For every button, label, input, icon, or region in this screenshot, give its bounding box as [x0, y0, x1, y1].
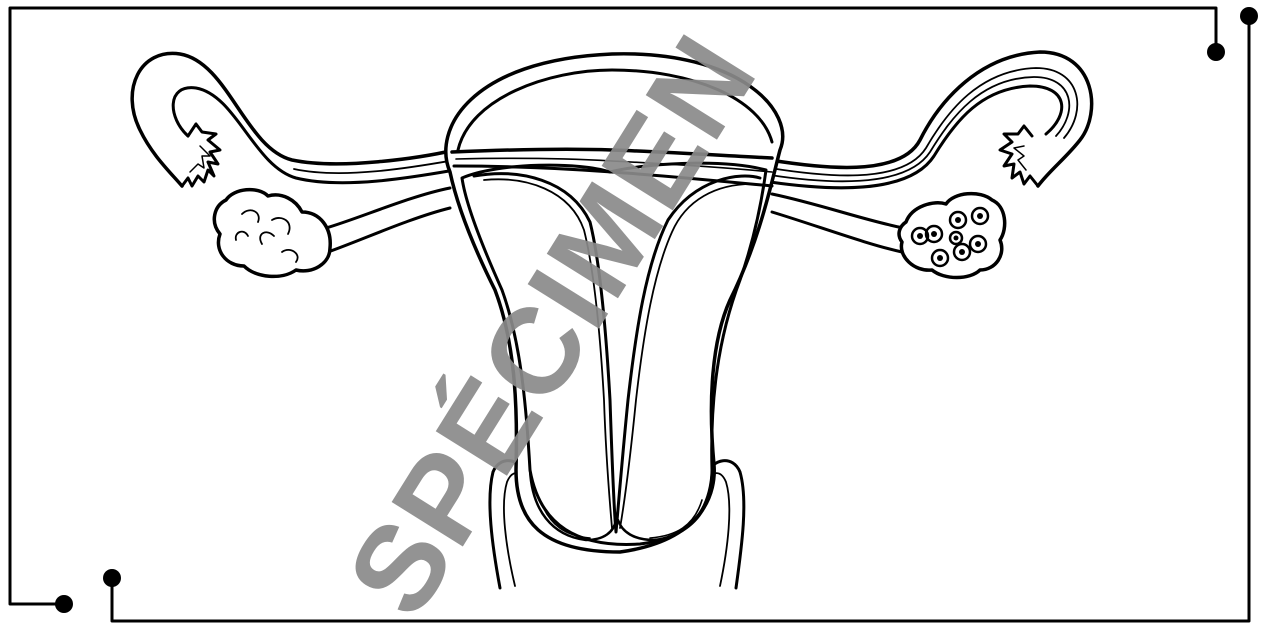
- connector-dot-right: [1240, 7, 1258, 25]
- right-ovarian-ligament: [772, 194, 904, 252]
- left-fallopian-tube: [132, 53, 455, 186]
- connector-dot-bottom-left: [55, 595, 73, 613]
- left-ovary: [214, 190, 330, 277]
- left-ovarian-ligament: [326, 188, 450, 252]
- connector-dot-bottom-inner: [103, 569, 121, 587]
- right-fallopian-tube: [770, 52, 1092, 188]
- connector-dot-top-right: [1207, 43, 1225, 61]
